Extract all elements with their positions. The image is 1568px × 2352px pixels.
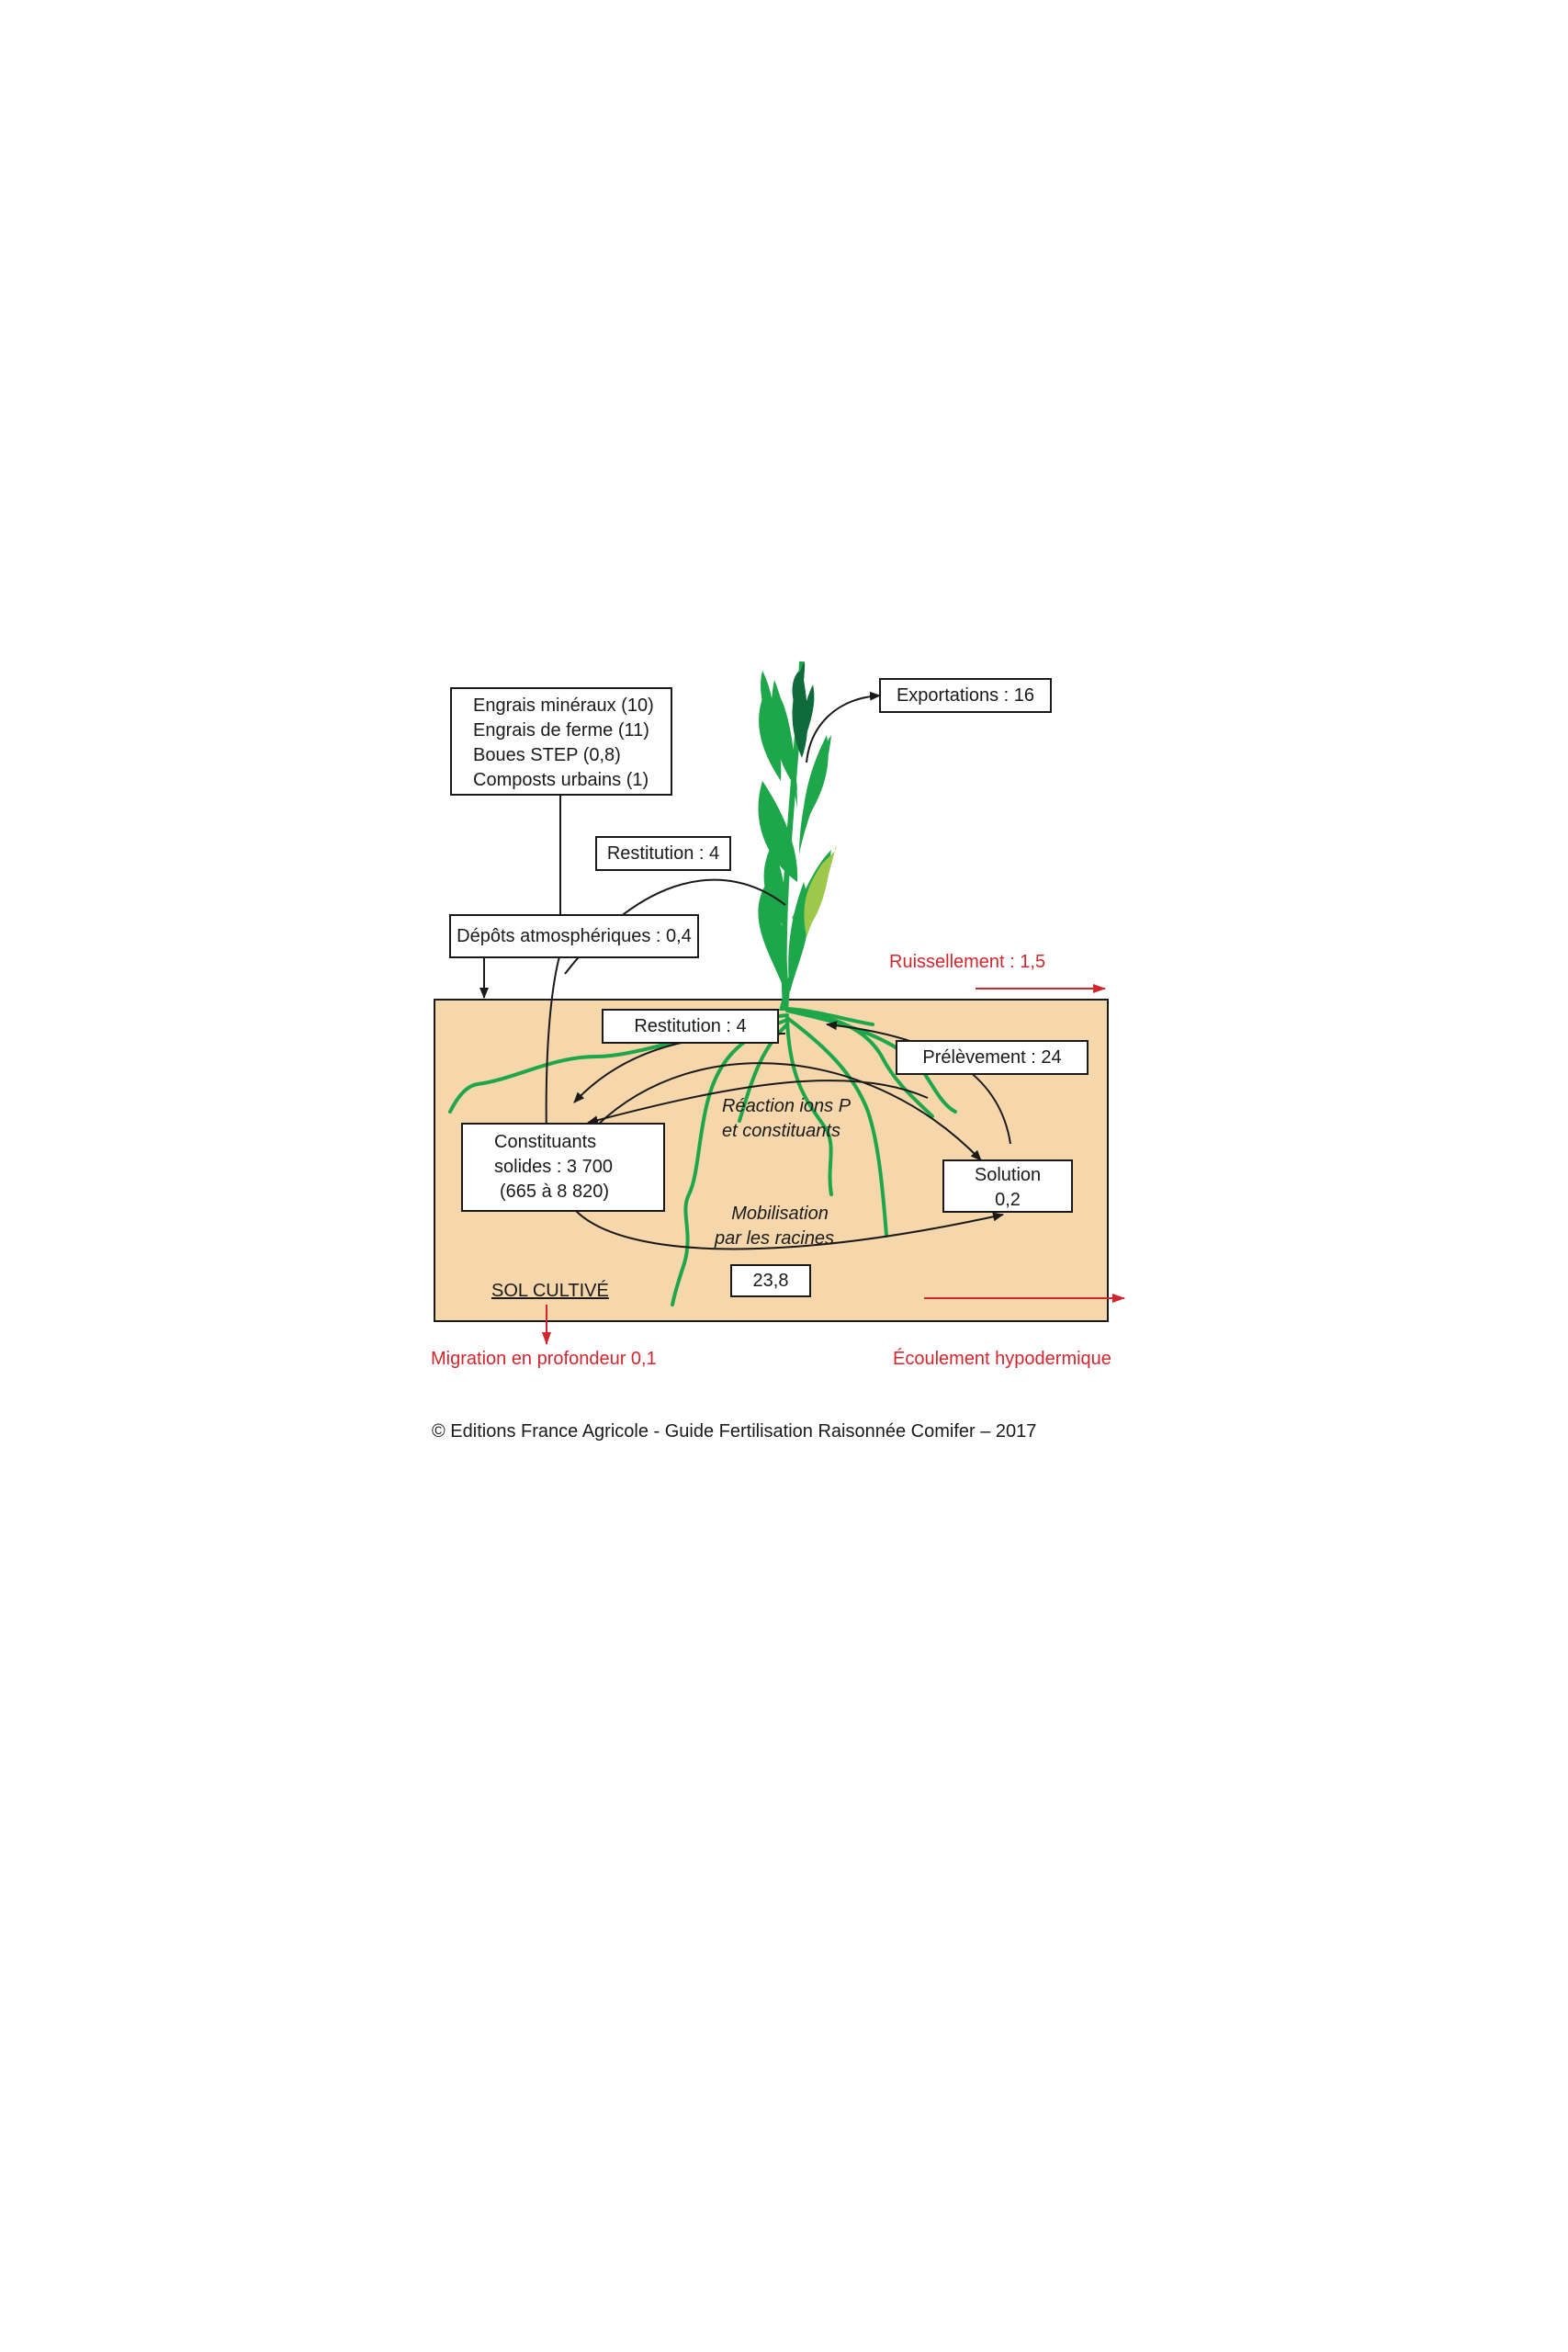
arrow-reaction-to-constituants <box>587 1080 929 1125</box>
reaction-label: Réaction ions P et constituants <box>722 1094 851 1144</box>
depots-label: Dépôts atmosphériques : 0,4 <box>457 926 692 946</box>
exportations-box: Exportations : 16 <box>879 678 1052 713</box>
reaction-line1: Réaction ions P <box>722 1096 852 1116</box>
inputs-box: Engrais minéraux (10) Engrais de ferme (… <box>450 687 672 796</box>
restitution-top-label: Restitution : 4 <box>606 843 720 864</box>
arrow-reaction-to-solution <box>596 1062 982 1161</box>
constituants-line1: Constituants <box>494 1132 597 1152</box>
constituants-line3: (665 à 8 820) <box>500 1182 609 1202</box>
mobilisation-line2: par les racines <box>715 1228 835 1249</box>
input-engrais-mineraux: Engrais minéraux (10) <box>473 695 654 716</box>
mobilisation-line1: Mobilisation <box>731 1204 829 1224</box>
plant <box>758 661 837 1012</box>
input-engrais-ferme: Engrais de ferme (11) <box>473 720 649 741</box>
loss-arrows <box>542 984 1125 1345</box>
restitution-soil-box: Restitution : 4 <box>602 1009 779 1044</box>
depots-box: Dépôts atmosphériques : 0,4 <box>449 914 699 958</box>
prelevement-box: Prélèvement : 24 <box>896 1040 1089 1075</box>
constituants-line2: solides : 3 700 <box>494 1157 613 1177</box>
exportations-label: Exportations : 16 <box>896 685 1035 706</box>
input-boues-step: Boues STEP (0,8) <box>473 745 621 765</box>
solution-box: Solution 0,2 <box>942 1159 1073 1213</box>
prelevement-label: Prélèvement : 24 <box>922 1047 1062 1068</box>
ruissellement-label: Ruissellement : 1,5 <box>889 952 1046 972</box>
constituants-box: Constituants solides : 3 700 (665 à 8 82… <box>461 1123 665 1212</box>
solution-line2: 0,2 <box>995 1190 1021 1210</box>
reaction-line2: et constituants <box>722 1121 840 1141</box>
mobilisation-label: Mobilisation par les racines <box>715 1202 834 1251</box>
input-composts-urbains: Composts urbains (1) <box>473 770 649 790</box>
copyright-text: © Editions France Agricole - Guide Ferti… <box>432 1421 1037 1442</box>
ecoulement-label: Écoulement hypodermique <box>893 1349 1111 1369</box>
restitution-top-box: Restitution : 4 <box>595 836 731 871</box>
sol-cultive-label: SOL CULTIVÉ <box>491 1281 609 1301</box>
restitution-soil-label: Restitution : 4 <box>634 1016 747 1036</box>
arrow-mobilisation <box>575 1210 1004 1250</box>
solution-line1: Solution <box>974 1165 1042 1185</box>
mobilisation-value-box: 23,8 <box>730 1264 811 1297</box>
migration-label: Migration en profondeur 0,1 <box>431 1349 657 1369</box>
mobilisation-value: 23,8 <box>752 1271 789 1291</box>
arrow-exportations <box>806 691 881 763</box>
